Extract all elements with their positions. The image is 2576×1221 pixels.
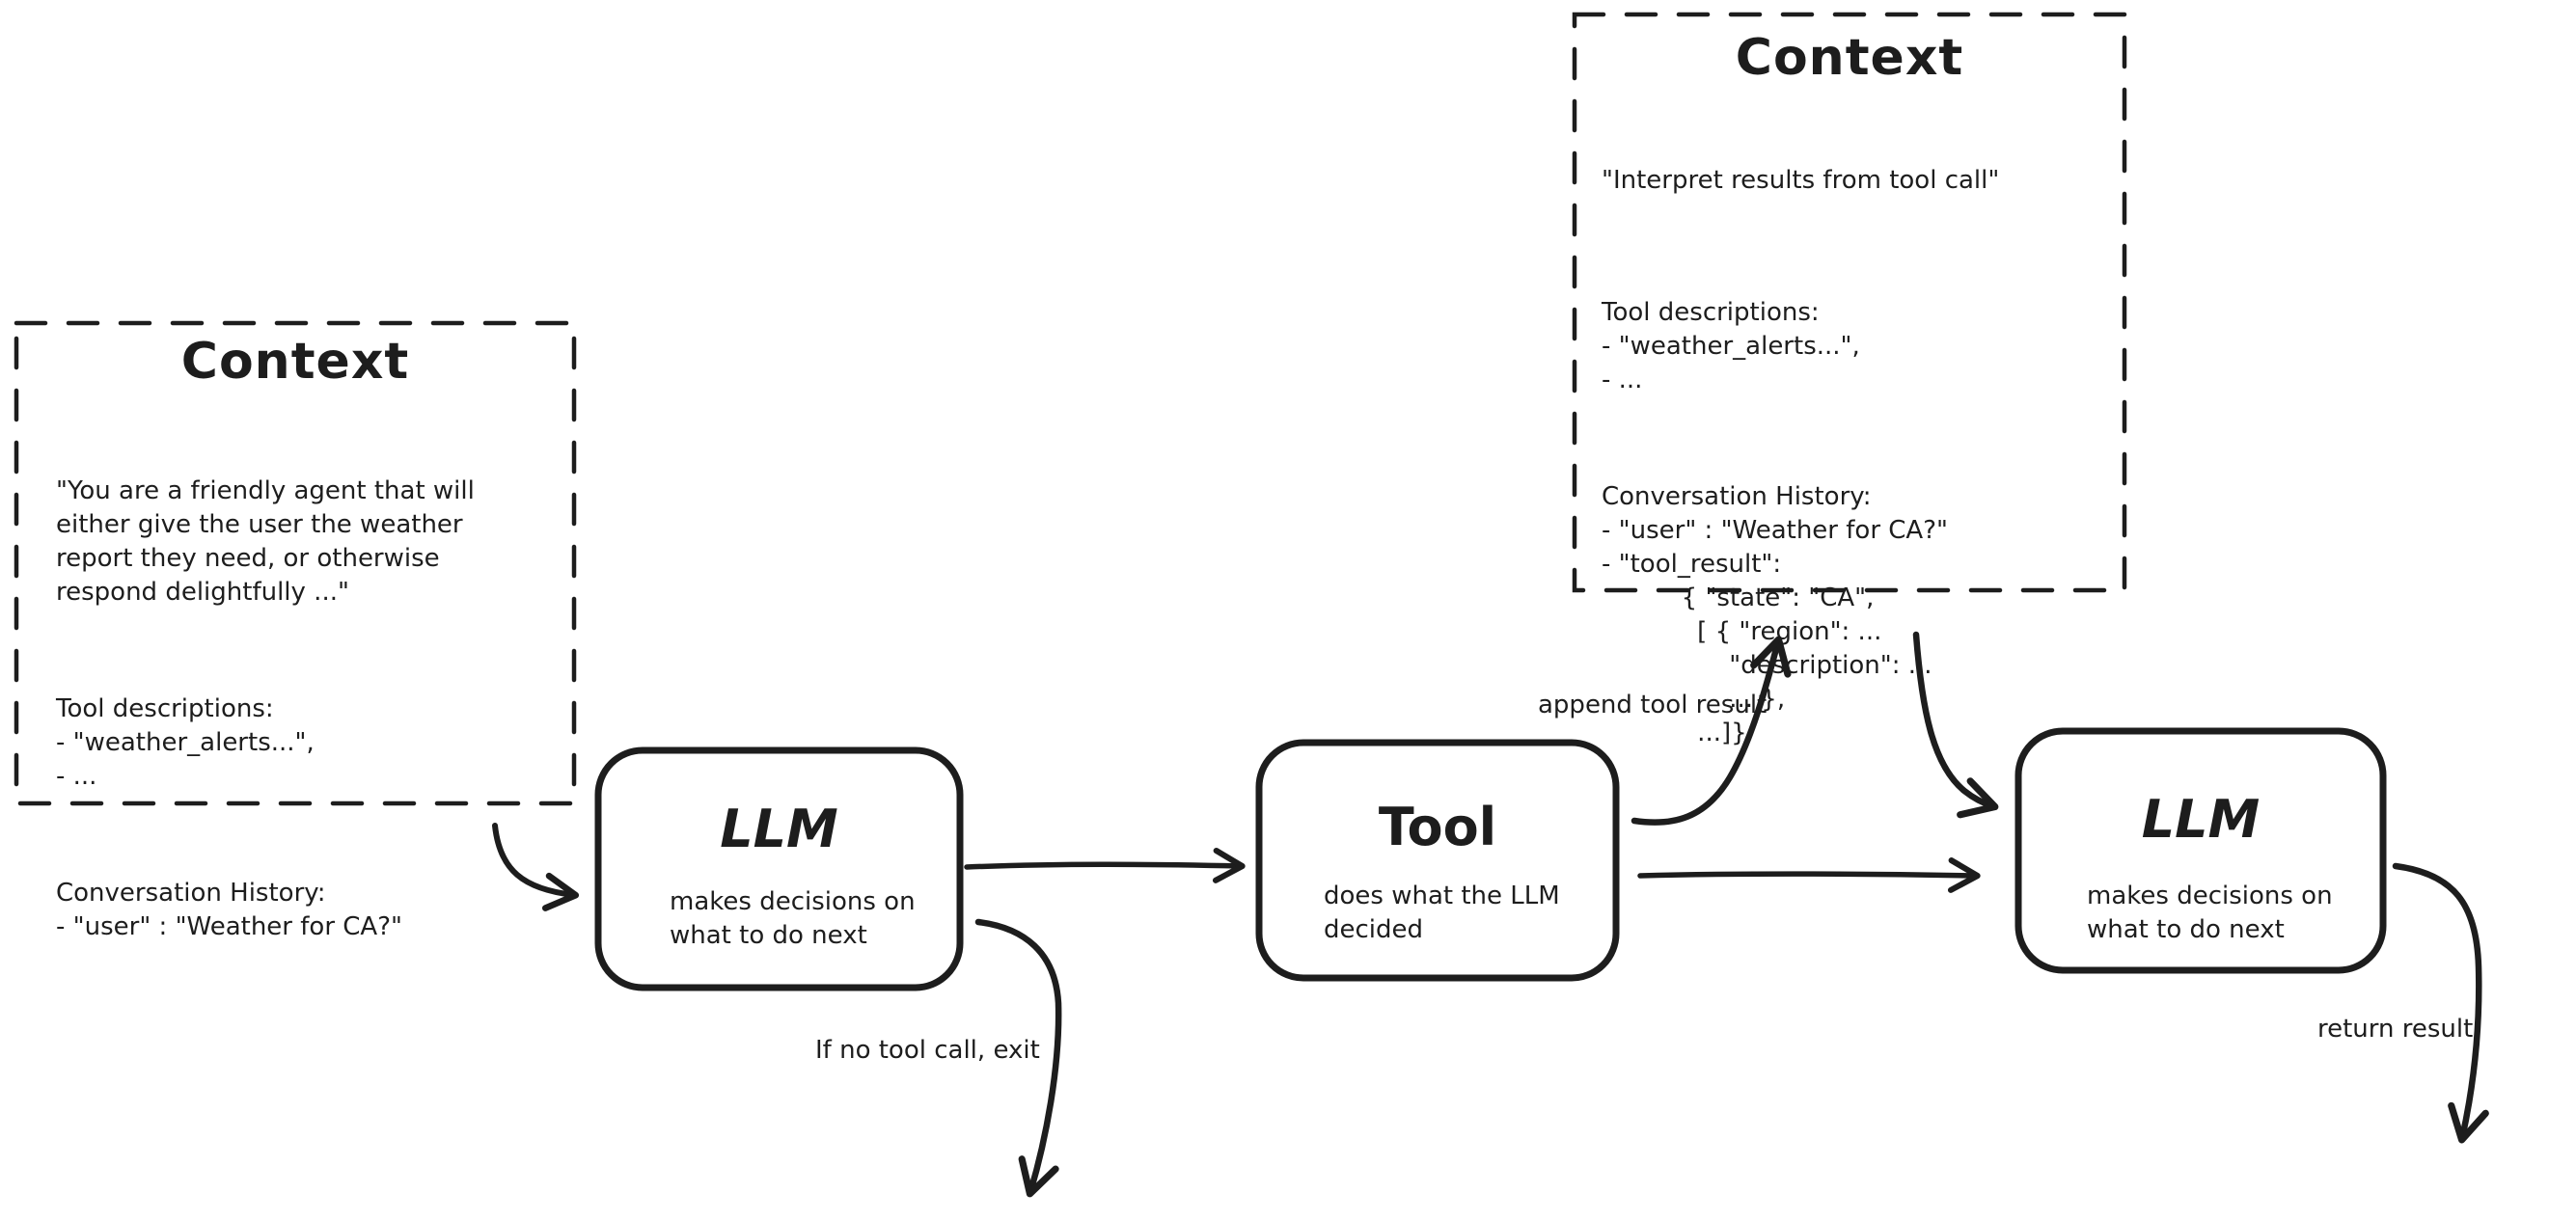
- context-right-title: Context: [1735, 29, 1964, 87]
- tool-node-border: [1255, 739, 1620, 982]
- arrow-llm1-exit: [974, 918, 1062, 1198]
- context-right-conversation-history: Conversation History: - "user" : "Weathe…: [1602, 482, 1948, 747]
- llm-node-2-border: [2014, 727, 2387, 974]
- llm2-title: LLM: [2141, 789, 2261, 850]
- no-tool-call-exit-label: If no tool call, exit: [815, 1036, 1040, 1065]
- context-left-conversation-history: Conversation History: - "user" : "Weathe…: [56, 879, 402, 941]
- context-right-system-prompt: "Interpret results from tool call": [1602, 166, 2000, 195]
- context-left-border: [14, 320, 577, 806]
- context-left-system-prompt: "You are a friendly agent that will eith…: [56, 476, 475, 607]
- arrow-llm1-to-tool: [964, 847, 1246, 883]
- arrow-tool-to-llm2: [1637, 857, 1981, 893]
- llm1-subtitle: makes decisions on what to do next: [670, 887, 916, 950]
- context-left-body: "You are a friendly agent that will eith…: [56, 407, 475, 1027]
- context-left-tool-descriptions: Tool descriptions: - "weather_alerts..."…: [56, 694, 315, 791]
- arrow-context-left-to-llm1: [492, 823, 580, 911]
- tool-title: Tool: [1378, 797, 1497, 857]
- arrow-tool-to-context-right: [1631, 636, 1792, 826]
- return-result-label: return result: [2317, 1015, 2474, 1044]
- arrow-llm2-return-result: [2392, 862, 2489, 1144]
- llm1-title: LLM: [720, 799, 838, 859]
- context-left-title: Context: [180, 333, 410, 391]
- tool-subtitle: does what the LLM decided: [1324, 882, 1560, 944]
- context-right-body: "Interpret results from tool call" Tool …: [1602, 96, 1999, 833]
- arrow-context-right-to-llm2: [1912, 631, 1999, 819]
- context-right-tool-descriptions: Tool descriptions: - "weather_alerts..."…: [1602, 298, 1860, 394]
- llm2-subtitle: makes decisions on what to do next: [2087, 882, 2333, 944]
- append-tool-result-label: append tool result: [1538, 691, 1768, 719]
- llm-node-1-border: [594, 746, 964, 991]
- context-right-border: [1572, 12, 2127, 593]
